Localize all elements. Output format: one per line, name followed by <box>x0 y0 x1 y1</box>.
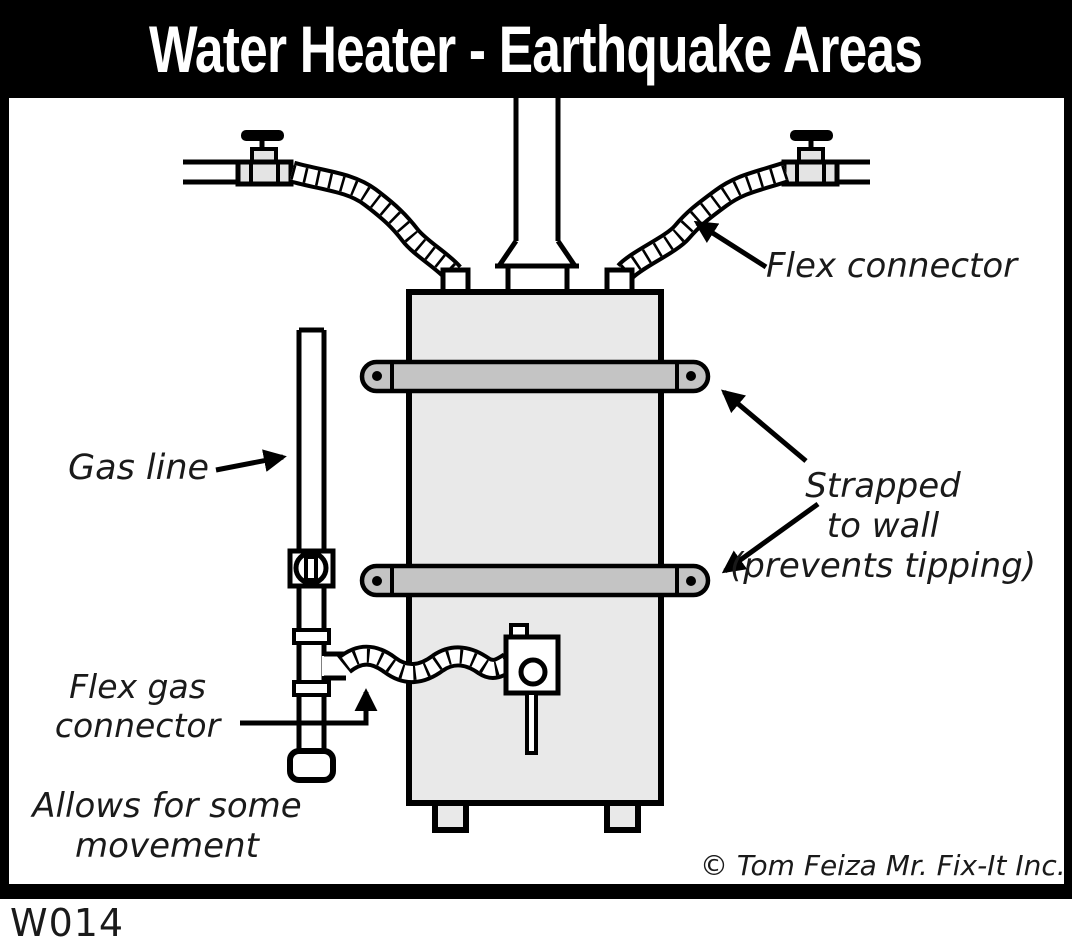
pipe-union-lower <box>292 680 331 697</box>
supply-pipe-right <box>836 159 870 185</box>
label-flex-gas-connector: Flex gas connector <box>54 667 221 745</box>
shutoff-valve-left <box>235 130 294 187</box>
drip-leg <box>287 748 336 783</box>
arrow-flex-gas-connector <box>240 688 378 726</box>
supply-pipe-left <box>183 159 240 185</box>
tank-leg-left <box>432 800 469 833</box>
arrow-gas-line <box>215 449 287 473</box>
earthquake-strap-upper <box>359 359 711 394</box>
earthquake-strap-lower <box>359 563 711 598</box>
label-flex-connector: Flex connector <box>766 246 1018 286</box>
arrow-strap-lower <box>721 501 820 574</box>
burner-supply-tube <box>525 691 538 755</box>
shutoff-valve-right <box>781 130 840 187</box>
copyright-credit: © Tom Feiza Mr. Fix-It Inc. <box>700 849 1066 882</box>
flex-gas-connector <box>337 644 516 684</box>
flue-pipe <box>513 98 561 241</box>
label-allows-movement: Allows for some movement <box>32 786 302 867</box>
page-title: Water Heater - Earthquake Areas <box>149 12 923 86</box>
gas-control-valve <box>503 623 561 755</box>
gas-shutoff-valve <box>287 548 336 589</box>
label-gas-line: Gas line <box>68 448 210 488</box>
pipe-union-upper <box>292 628 331 645</box>
figure-id: W014 <box>10 901 125 945</box>
title-banner: Water Heater - Earthquake Areas <box>0 0 1072 98</box>
flex-water-connector-left <box>288 160 462 281</box>
tank-leg-right <box>604 800 641 833</box>
label-strapped-to-wall: Strapped to wall (prevents tipping) <box>730 466 1036 587</box>
draft-hood <box>495 239 579 296</box>
arrow-flex-connector <box>693 220 768 270</box>
arrow-strap-upper <box>721 389 808 463</box>
flex-water-connector-right <box>616 161 790 281</box>
